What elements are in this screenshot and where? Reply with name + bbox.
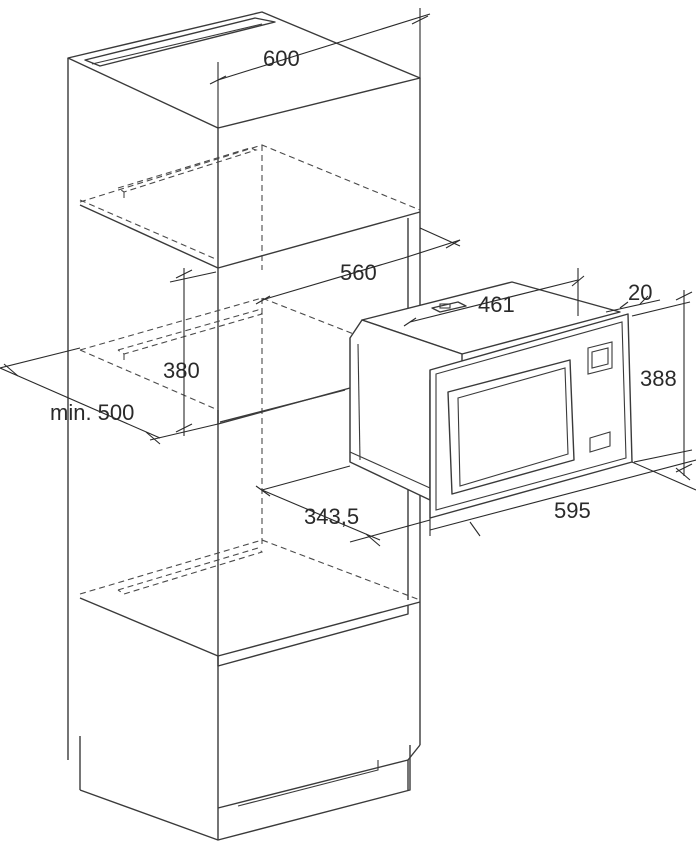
microwave [349, 281, 633, 519]
label-door-thickness: 20 [628, 280, 652, 305]
dimension-labels: 600 560 380 min. 500 461 20 388 343,5 59… [50, 46, 677, 529]
label-width-microwave: 461 [478, 292, 515, 317]
cabinet [67, 11, 421, 841]
lower-shelf [79, 539, 421, 667]
label-width-top: 600 [263, 46, 300, 71]
cabinet-plinth [79, 745, 411, 841]
label-depth-shelf: 560 [340, 260, 377, 285]
label-niche-height: 380 [163, 358, 200, 383]
label-height-front: 388 [640, 366, 677, 391]
dimension-lines [0, 8, 696, 547]
upper-shelf [79, 144, 421, 270]
microwave-window [447, 359, 575, 495]
control-display [587, 341, 613, 375]
control-button [589, 431, 611, 453]
label-min-depth: min. 500 [50, 400, 134, 425]
label-depth-side: 343,5 [304, 504, 359, 529]
label-width-front: 595 [554, 498, 591, 523]
